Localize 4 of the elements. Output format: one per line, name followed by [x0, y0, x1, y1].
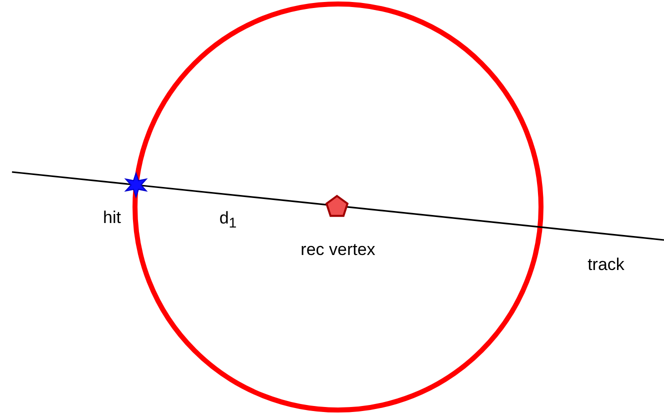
- distance-label: d$_{1}$: [219, 208, 237, 232]
- track-label: track: [588, 255, 624, 275]
- vertex-label: rec vertex: [300, 240, 376, 260]
- hit-label: hit: [103, 208, 121, 228]
